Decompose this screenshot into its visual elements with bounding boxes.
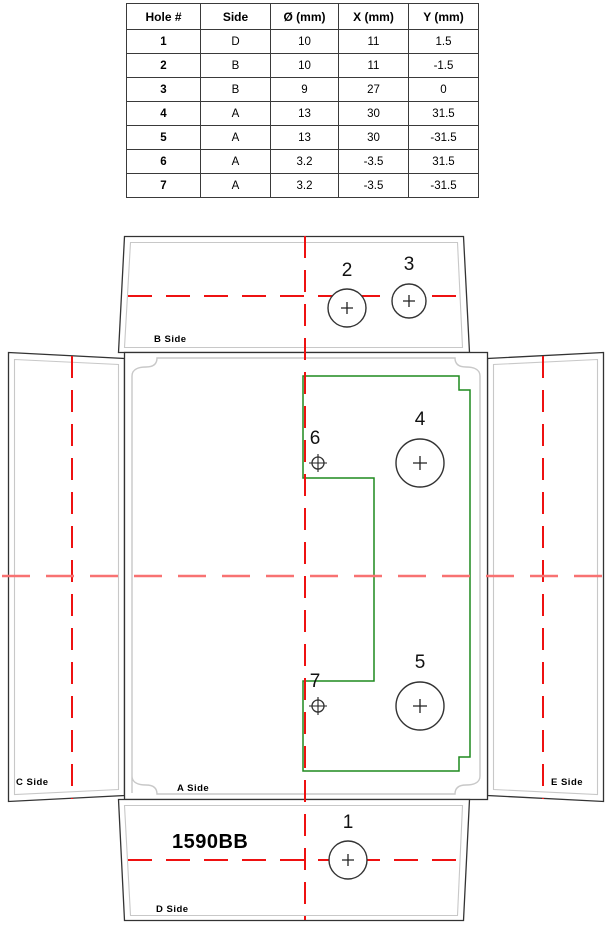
cell-hole-number: 5 <box>126 125 201 150</box>
cell-y: 1.5 <box>408 29 479 54</box>
cell-diameter: 9 <box>270 77 339 102</box>
column-header-hole: Hole # <box>126 3 201 30</box>
cell-hole-number: 2 <box>126 53 201 78</box>
cell-diameter: 10 <box>270 29 339 54</box>
cell-side: A <box>200 149 271 174</box>
centerlines <box>2 236 610 920</box>
cell-side: D <box>200 29 271 54</box>
hole-5-label: 5 <box>415 652 426 673</box>
hole-2-label: 2 <box>342 260 353 281</box>
d-side-inner-edge <box>123 804 464 917</box>
model-label: 1590BB <box>172 831 248 853</box>
column-header-diameter: Ø (mm) <box>270 3 339 30</box>
hole-4-label: 4 <box>415 409 426 430</box>
hole-1-label: 1 <box>343 812 354 833</box>
cell-diameter: 3.2 <box>270 149 339 174</box>
cell-hole-number: 4 <box>126 101 201 126</box>
hole-3-crosshair <box>403 295 415 307</box>
cell-side: A <box>200 101 271 126</box>
cell-diameter: 3.2 <box>270 173 339 198</box>
column-header-side: Side <box>200 3 271 30</box>
hole-marker-6: 6 <box>309 428 327 472</box>
hole-marker-4: 4 <box>395 409 445 488</box>
hole-6-label: 6 <box>310 428 321 449</box>
hole-4-crosshair <box>413 456 427 470</box>
hole-3-label: 3 <box>404 254 415 275</box>
cell-x: -3.5 <box>338 149 409 174</box>
cell-x: 30 <box>338 101 409 126</box>
hole-2-crosshair <box>341 302 353 314</box>
cell-y: -31.5 <box>408 173 479 198</box>
hole-1-crosshair <box>342 854 354 866</box>
face-label-a-side: A Side <box>177 783 209 794</box>
hole-7-crosshair <box>309 697 327 715</box>
cell-side: A <box>200 173 271 198</box>
cell-y: -31.5 <box>408 125 479 150</box>
cell-hole-number: 3 <box>126 77 201 102</box>
hole-marker-2: 2 <box>327 260 367 328</box>
face-label-e-side: E Side <box>551 777 583 788</box>
table-header-row: Hole # Side Ø (mm) X (mm) Y (mm) <box>126 3 479 30</box>
cell-x: -3.5 <box>338 173 409 198</box>
cell-y: 0 <box>408 77 479 102</box>
pcb-outline <box>302 375 471 772</box>
cell-hole-number: 7 <box>126 173 201 198</box>
hole-7-label: 7 <box>310 671 321 692</box>
column-header-y: Y (mm) <box>408 3 479 30</box>
cell-y: 31.5 <box>408 149 479 174</box>
cell-side: B <box>200 77 271 102</box>
cell-y: 31.5 <box>408 101 479 126</box>
face-label-d-side: D Side <box>156 904 189 915</box>
b-side-inner-edge <box>123 241 464 349</box>
hole-marker-7: 7 <box>309 671 327 715</box>
face-label-c-side: C Side <box>16 777 49 788</box>
hole-marker-3: 3 <box>391 254 427 319</box>
cell-hole-number: 6 <box>126 149 201 174</box>
cell-x: 11 <box>338 29 409 54</box>
hole-marker-1: 1 <box>328 812 368 880</box>
cell-diameter: 13 <box>270 101 339 126</box>
hole-6-crosshair <box>309 454 327 472</box>
cell-diameter: 13 <box>270 125 339 150</box>
cell-x: 27 <box>338 77 409 102</box>
box-unfold-drawing: B Side C Side E Side A Side 1590BB D Sid… <box>0 228 612 929</box>
e-side-inner-edge <box>492 358 599 796</box>
hole-marker-5: 5 <box>395 652 445 731</box>
cell-y: -1.5 <box>408 53 479 78</box>
column-header-x: X (mm) <box>338 3 409 30</box>
face-label-b-side: B Side <box>154 334 187 345</box>
a-side-inner-wall <box>131 357 481 795</box>
cell-x: 30 <box>338 125 409 150</box>
hole-5-crosshair <box>413 699 427 713</box>
cell-diameter: 10 <box>270 53 339 78</box>
cell-hole-number: 1 <box>126 29 201 54</box>
c-side-inner-edge <box>13 358 120 796</box>
cell-side: A <box>200 125 271 150</box>
cell-x: 11 <box>338 53 409 78</box>
cell-side: B <box>200 53 271 78</box>
